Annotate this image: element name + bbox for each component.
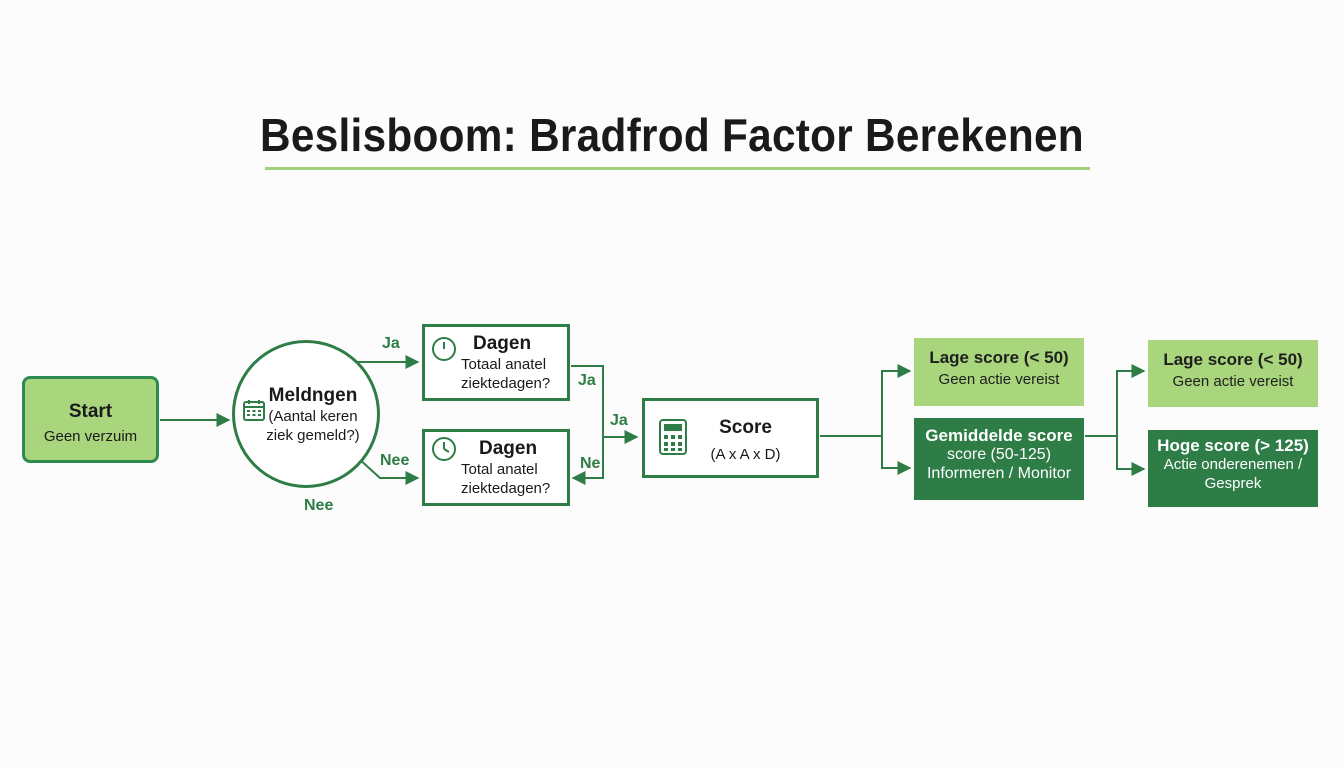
result-low2-sub: Geen actie vereist <box>1172 373 1294 390</box>
edge-label-ja: Ja <box>578 372 596 389</box>
result-high-line1: Hoge score (> 125) <box>1157 436 1309 455</box>
score-formula: (A x A x D) <box>710 446 781 463</box>
score-title: Score <box>719 417 772 438</box>
title-underline <box>265 167 1090 170</box>
edge-label-ja: Ja <box>382 335 400 352</box>
clock-icon <box>432 437 456 461</box>
result-mid-score: Gemiddelde score score (50-125) Informer… <box>914 418 1084 500</box>
start-node: Start Geen verzuim <box>22 376 159 463</box>
edge-label-ne: Ne <box>580 455 601 472</box>
edge-label-ja: Ja <box>610 412 628 429</box>
result-low2-title: Lage score (< 50) <box>1163 350 1303 369</box>
result-low-score: Lage score (< 50) Geen actie vereist <box>914 338 1084 406</box>
meldingen-line1: (Aantal keren <box>268 408 358 425</box>
result-mid-line1: Gemiddelde score <box>925 426 1073 445</box>
result-low-score-2: Lage score (< 50) Geen actie vereist <box>1148 340 1318 407</box>
calendar-icon <box>243 400 265 421</box>
start-subtitle: Geen verzuim <box>43 428 138 445</box>
calculator-icon <box>659 419 687 455</box>
result-low-sub: Geen actie vereist <box>938 371 1060 388</box>
result-mid-line3: Informeren / Monitor <box>926 465 1072 482</box>
edge-label-nee: Nee <box>380 452 410 469</box>
start-title: Start <box>68 401 113 422</box>
result-mid-line2: score (50-125) <box>946 446 1052 463</box>
result-high-score: Hoge score (> 125) Actie onderenemen / G… <box>1148 430 1318 507</box>
meldingen-line2: ziek gemeld?) <box>266 427 360 444</box>
dagen-top-title: Dagen <box>473 333 532 354</box>
dagen-bottom-line2: ziektedagen? <box>461 480 551 497</box>
meldingen-title: Meldngen <box>268 385 358 406</box>
dagen-bottom-title: Dagen <box>479 438 538 459</box>
dagen-top-node: Dagen Totaal anatel ziektedagen? <box>422 324 570 401</box>
diagram-title: Beslisboom: Bradfrod Factor Berekenen <box>260 109 1084 161</box>
result-high-line3: Gesprek <box>1204 475 1262 492</box>
dagen-bottom-node: Dagen Total anatel ziektedagen? <box>422 429 570 506</box>
meldingen-decision: Meldngen (Aantal keren ziek gemeld?) <box>232 340 380 488</box>
dagen-bottom-line1: Total anatel <box>461 461 538 478</box>
dagen-top-line2: ziektedagen? <box>461 375 551 392</box>
result-low-title: Lage score (< 50) <box>929 348 1069 367</box>
result-high-line2: Actie onderenemen / <box>1163 456 1303 473</box>
dagen-top-line1: Totaal anatel <box>461 356 547 373</box>
clock-icon <box>432 337 456 361</box>
edge-label-nee: Nee <box>304 497 334 514</box>
